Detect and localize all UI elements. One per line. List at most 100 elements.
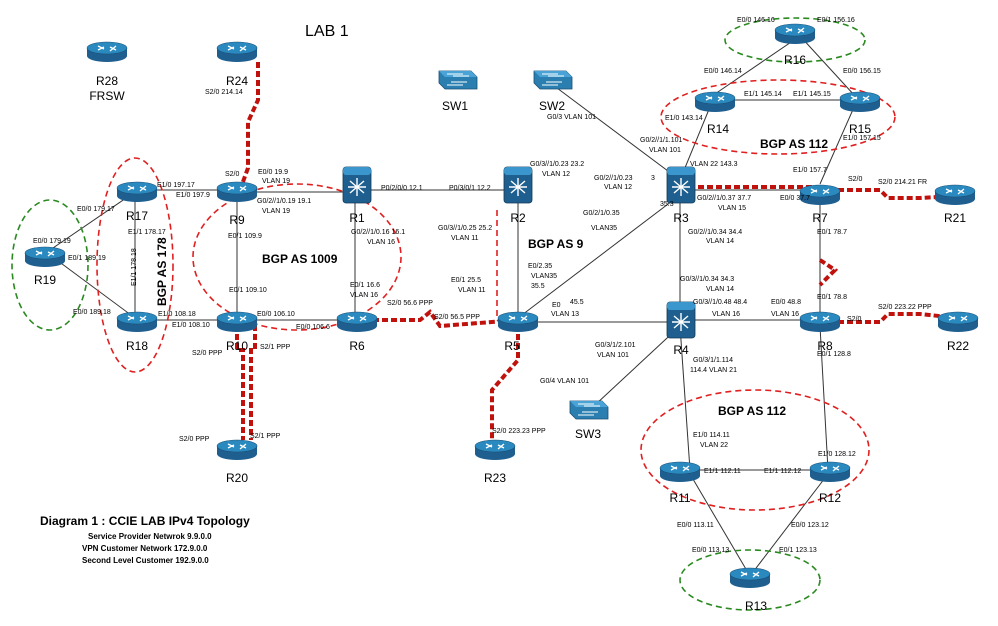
router-r12[interactable]: R12 xyxy=(809,461,851,505)
r10-label: R10 xyxy=(226,339,248,353)
switch-sw3[interactable]: SW3 xyxy=(569,400,609,441)
r1-label: R1 xyxy=(349,211,365,225)
link-label: E0/0 113.13 xyxy=(692,547,729,554)
switch-sw1[interactable]: SW1 xyxy=(438,70,478,113)
link-label: VLAN 16 xyxy=(771,311,799,318)
r9-label: R9 xyxy=(229,213,245,227)
router-r9[interactable]: R9 xyxy=(216,181,258,227)
link-label: E0/0 146.14 xyxy=(704,68,742,75)
link-label: VLAN 11 xyxy=(451,235,479,242)
link-label: VLAN 16 xyxy=(712,311,740,318)
link-label: VLAN 22 143.3 xyxy=(690,161,738,168)
link-label: S2/1 PPP xyxy=(250,433,281,440)
r2-label: R2 xyxy=(510,211,526,225)
router-r6[interactable]: R6 xyxy=(336,311,378,353)
link-label: E1/0 114.11 xyxy=(693,432,730,439)
r13-label: R13 xyxy=(745,599,767,613)
link-label: E0/0 179.19 xyxy=(33,238,71,245)
link-label: VLAN 12 xyxy=(604,184,632,191)
link-label: 35.3 xyxy=(660,201,674,208)
r3-label: R3 xyxy=(673,211,689,225)
interface-labels: E0/0 146.16 E0/1 156.16 E0/0 146.14 E0/0… xyxy=(33,17,932,554)
link-label: E0/0 123.12 xyxy=(791,522,829,529)
link-label: E0/0 19.9 xyxy=(258,169,288,176)
link-label: E1/1 145.14 xyxy=(744,91,782,98)
router-r14[interactable]: R14 xyxy=(694,91,736,136)
link-label: E1/0 143.14 xyxy=(665,115,703,122)
as-label-112-top: BGP AS 112 xyxy=(760,137,828,151)
router-r11[interactable]: R11 xyxy=(659,461,701,505)
router-r24[interactable]: R24 xyxy=(216,41,258,88)
router-r3[interactable]: R3 xyxy=(666,166,696,225)
link-label: E1/0 108.10 xyxy=(172,322,210,329)
link-label: E1/0 157.7 xyxy=(793,167,827,174)
link-label: E1/0 197.9 xyxy=(176,192,210,199)
link-label: P0/2/0/0 12.1 xyxy=(381,185,423,192)
link-label: E0/1 156.16 xyxy=(817,17,855,24)
router-r7[interactable]: R7 xyxy=(799,184,841,225)
router-r5[interactable]: R5 xyxy=(497,311,539,353)
link-label: E1/1 112.11 xyxy=(704,468,741,475)
link-label: E0/0 179.17 xyxy=(77,206,115,213)
r24-label: R24 xyxy=(226,74,248,88)
link-label: S2/0 56.6 PPP xyxy=(387,300,433,307)
r11-label: R11 xyxy=(669,491,690,505)
r4-label: R4 xyxy=(673,343,689,357)
router-r22[interactable]: R22 xyxy=(937,311,979,353)
link-label: S2/0 PPP xyxy=(192,350,223,357)
link-label: E0/2.35 xyxy=(528,263,552,270)
router-r16[interactable]: R16 xyxy=(774,23,816,67)
link-label: E0/0 113.11 xyxy=(677,522,714,529)
link-label: VLAN 12 xyxy=(542,171,570,178)
link-label: E0/0 106.6 xyxy=(296,324,330,331)
link-label: 3 xyxy=(651,175,655,182)
ethernet-links xyxy=(49,35,856,577)
link-label: G0/3//1/0.48 48.4 xyxy=(693,299,747,306)
r22-label: R22 xyxy=(947,339,969,353)
link-label: E0/0 106.10 xyxy=(257,311,295,318)
router-r8[interactable]: R8 xyxy=(799,311,841,353)
frsw-label: FRSW xyxy=(89,89,125,103)
r14-label: R14 xyxy=(707,122,729,136)
link-label: S2/0 xyxy=(225,171,240,178)
router-r19[interactable]: R19 xyxy=(24,246,66,287)
link-label: VLAN 13 xyxy=(551,311,579,318)
link-label: VLAN 15 xyxy=(718,205,746,212)
as-label-112-bottom: BGP AS 112 xyxy=(718,404,786,418)
link-label: E0/1 123.13 xyxy=(779,547,817,554)
router-r10[interactable]: R10 xyxy=(216,311,258,353)
link-label: E1/0 157.15 xyxy=(843,135,881,142)
caption-line: Service Provider Netwrok 9.9.0.0 xyxy=(88,532,212,541)
link-label: E0/1 189.19 xyxy=(68,255,106,262)
r6-label: R6 xyxy=(349,339,365,353)
router-r18[interactable]: R18 xyxy=(116,311,158,353)
router-r23[interactable]: R23 xyxy=(474,439,516,485)
sw2-label: SW2 xyxy=(539,99,565,113)
r15-label: R15 xyxy=(849,122,871,136)
link-label: G0/4 VLAN 101 xyxy=(540,378,589,385)
router-r15[interactable]: R15 xyxy=(839,91,881,136)
r23-label: R23 xyxy=(484,471,506,485)
link-label: E0/1 25.5 xyxy=(451,277,481,284)
caption-line: VPN Customer Network 172.9.0.0 xyxy=(82,544,208,553)
link-label: VLAN 16 xyxy=(350,292,378,299)
router-r13[interactable]: R13 xyxy=(729,567,771,613)
link-label: G0/2//1/0.34 34.4 xyxy=(688,229,742,236)
router-r20[interactable]: R20 xyxy=(216,439,258,485)
switch-sw2[interactable]: SW2 xyxy=(533,70,573,113)
as-label-9: BGP AS 9 xyxy=(528,237,584,251)
router-r1[interactable]: R1 xyxy=(342,166,372,225)
router-r17[interactable]: R17 xyxy=(116,181,158,223)
router-r2[interactable]: R2 xyxy=(503,166,533,225)
router-r21[interactable]: R21 xyxy=(934,184,976,225)
link-label: G0/2//1/0.19 19.1 xyxy=(257,198,311,205)
link-label: G0/3//1/0.25 25.2 xyxy=(438,225,492,232)
link-label: VLAN 101 xyxy=(649,147,681,154)
link-label: E0/0 146.16 xyxy=(737,17,775,24)
r17-label: R17 xyxy=(126,209,148,223)
router-r4[interactable]: R4 xyxy=(666,301,696,357)
